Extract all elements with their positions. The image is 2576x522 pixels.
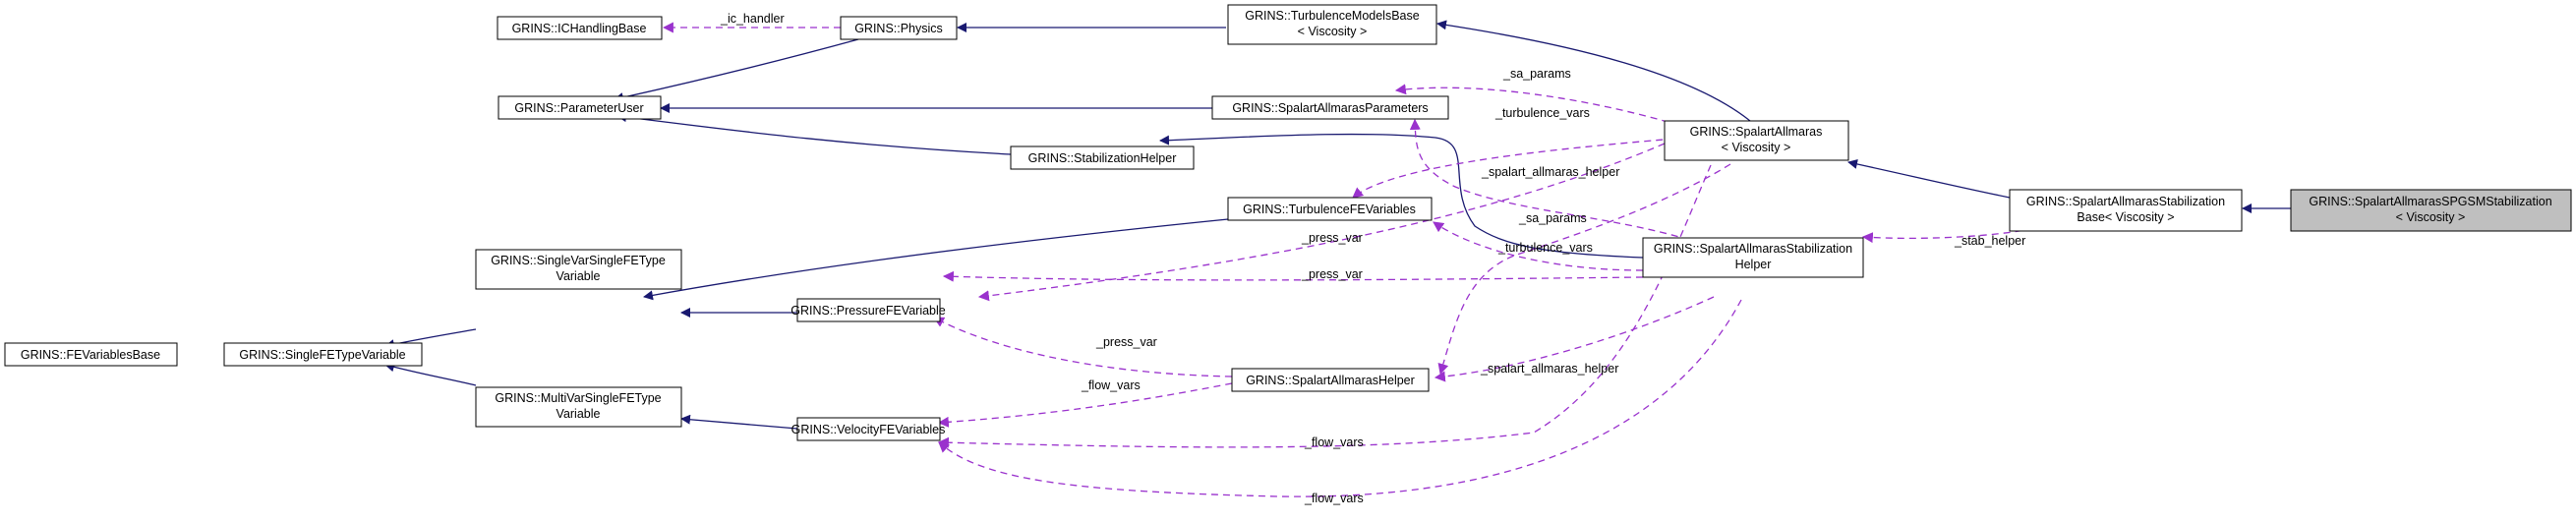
node-spalartallmaras-viscosity[interactable]: GRINS::SpalartAllmaras < Viscosity > <box>1664 120 1849 161</box>
usage-edge-sastabhelper-pressure <box>942 270 1644 282</box>
node-turbulencemodelsbase-label-2: < Viscosity > <box>1298 25 1368 38</box>
edge-label-press-var-top: _press_var <box>1301 231 1363 245</box>
node-parameteruser-label: GRINS::ParameterUser <box>514 101 643 115</box>
node-sastabhelper-label-1: GRINS::SpalartAllmarasStabilization <box>1654 242 1852 256</box>
inherit-edge-physics-parameteruser <box>614 38 859 102</box>
node-velocityfevariables-label: GRINS::VelocityFEVariables <box>791 423 946 436</box>
node-stabilizationhelper[interactable]: GRINS::StabilizationHelper <box>1010 145 1195 170</box>
usage-edge-spalartallmaras-spparams-sa <box>1394 84 1692 130</box>
edge-label-turbulence-vars-top: _turbulence_vars <box>1494 106 1590 120</box>
node-singlevarsinglefetype-label-2: Variable <box>556 269 601 283</box>
node-singlevarsinglefetype-label-1: GRINS::SingleVarSingleFEType <box>491 254 666 267</box>
node-multivarsinglefetype-label-2: Variable <box>556 407 601 421</box>
node-sastabbase-label-2: Base< Viscosity > <box>2077 210 2174 224</box>
node-singlefetypevariable-label: GRINS::SingleFETypeVariable <box>239 348 405 362</box>
node-spalartallmarasparameters[interactable]: GRINS::SpalartAllmarasParameters <box>1211 95 1449 120</box>
usage-edge-spalartallmaras-turbfevars <box>1352 137 1687 199</box>
usage-edge-spalartallmaras-sahelper <box>1437 163 1731 376</box>
inherit-edge-spalartallmaras-turbmodels <box>1436 20 1751 122</box>
node-ichandlingbase-label: GRINS::ICHandlingBase <box>512 22 647 35</box>
node-turbulencefevariables-label: GRINS::TurbulenceFEVariables <box>1243 203 1416 216</box>
usage-edge-sastabhelper-velocity <box>938 299 1742 497</box>
node-sastabhelper-label-2: Helper <box>1735 258 1772 271</box>
node-sastabbase-label-1: GRINS::SpalartAllmarasStabilization <box>2026 195 2225 208</box>
node-turbulencefevariables[interactable]: GRINS::TurbulenceFEVariables <box>1227 197 1433 221</box>
edge-label-ic-handler: _ic_handler <box>720 12 785 26</box>
node-spalartallmarasspgsmstabilization-viscosity[interactable]: GRINS::SpalartAllmarasSPGSMStabilization… <box>2290 189 2572 232</box>
usage-edge-sastabhelper-turbfevars <box>1433 221 1644 271</box>
node-multivarsinglefetype-label-1: GRINS::MultiVarSingleFEType <box>495 391 661 405</box>
node-multivarsinglefetype-variable[interactable]: GRINS::MultiVarSingleFEType Variable <box>475 386 682 428</box>
node-spalartallmarasstabilization-base[interactable]: GRINS::SpalartAllmarasStabilization Base… <box>2009 189 2243 232</box>
edge-label-flow-vars-helper: _flow_vars <box>1081 378 1141 392</box>
node-physics-label: GRINS::Physics <box>854 22 943 35</box>
edge-label-flow-vars-bottom: _flow_vars <box>1304 492 1364 505</box>
edge-label-sa-params-top: _sa_params <box>1502 67 1571 81</box>
node-fevariablesbase-label: GRINS::FEVariablesBase <box>21 348 160 362</box>
node-fevariablesbase[interactable]: GRINS::FEVariablesBase <box>4 342 178 367</box>
usage-edge-sastabhelper-sahelper <box>1434 296 1715 382</box>
inherit-edge-stabhelper-parameteruser <box>616 112 1012 155</box>
node-spalartallmarasparameters-label: GRINS::SpalartAllmarasParameters <box>1232 101 1428 115</box>
usage-edge-sahelper-velocity <box>937 382 1233 428</box>
inherit-edge-velocity-multivar <box>680 414 798 430</box>
node-stabilizationhelper-label: GRINS::StabilizationHelper <box>1028 151 1177 165</box>
inherit-edge-multivar-singlefetype <box>384 362 477 386</box>
node-velocityfevariables[interactable]: GRINS::VelocityFEVariables <box>791 417 946 441</box>
node-singlevarsinglefetype-variable[interactable]: GRINS::SingleVarSingleFEType Variable <box>475 249 682 290</box>
node-singlefetypevariable[interactable]: GRINS::SingleFETypeVariable <box>223 342 423 367</box>
edge-label-spalart-allmaras-helper-top: _spalart_allmaras_helper <box>1481 165 1619 179</box>
usage-edge-spalartallmaras-pressure <box>977 143 1666 302</box>
node-spalartallmarashelper[interactable]: GRINS::SpalartAllmarasHelper <box>1231 368 1430 392</box>
edge-label-stab-helper: _stab_helper <box>1954 234 2025 248</box>
node-pressurefevariable[interactable]: GRINS::PressureFEVariable <box>790 298 946 322</box>
node-parameteruser[interactable]: GRINS::ParameterUser <box>498 95 662 120</box>
usage-edge-sahelper-pressure <box>933 317 1233 377</box>
node-ichandlingbase[interactable]: GRINS::ICHandlingBase <box>497 16 663 40</box>
node-spalartallmaras-label-2: < Viscosity > <box>1722 141 1791 154</box>
inherit-edge-sastabhelper-stabhelper <box>1159 133 1644 259</box>
inherit-edge-turbulencefevars-singlevar <box>643 218 1229 301</box>
node-spalartallmarashelper-label: GRINS::SpalartAllmarasHelper <box>1246 374 1415 387</box>
inherit-edge-sastabbase-spalartallmaras <box>1847 159 2011 199</box>
usage-edge-sastabhelper-spparams <box>1409 118 1690 241</box>
node-spalartallmarasstabilization-helper[interactable]: GRINS::SpalartAllmarasStabilization Help… <box>1642 237 1864 278</box>
edge-label-press-var-mid: _press_var <box>1301 267 1363 281</box>
edge-label-spalart-allmaras-helper-low: _spalart_allmaras_helper <box>1480 362 1618 376</box>
node-spgsm-label-2: < Viscosity > <box>2396 210 2466 224</box>
edge-label-flow-vars-mid: _flow_vars <box>1304 435 1364 449</box>
edge-label-sa-params-mid: _sa_params <box>1518 211 1587 225</box>
node-turbulencemodelsbase-label-1: GRINS::TurbulenceModelsBase <box>1245 9 1419 23</box>
node-turbulencemodelsbase-viscosity[interactable]: GRINS::TurbulenceModelsBase < Viscosity … <box>1227 4 1437 45</box>
node-spgsm-label-1: GRINS::SpalartAllmarasSPGSMStabilization <box>2309 195 2551 208</box>
node-spalartallmaras-label-1: GRINS::SpalartAllmaras <box>1690 125 1823 139</box>
edge-label-turbulence-vars-mid: _turbulence_vars <box>1497 241 1593 255</box>
node-pressurefevariable-label: GRINS::PressureFEVariable <box>790 304 946 318</box>
node-physics[interactable]: GRINS::Physics <box>840 16 958 40</box>
edge-label-press-var-low: _press_var <box>1095 335 1157 349</box>
